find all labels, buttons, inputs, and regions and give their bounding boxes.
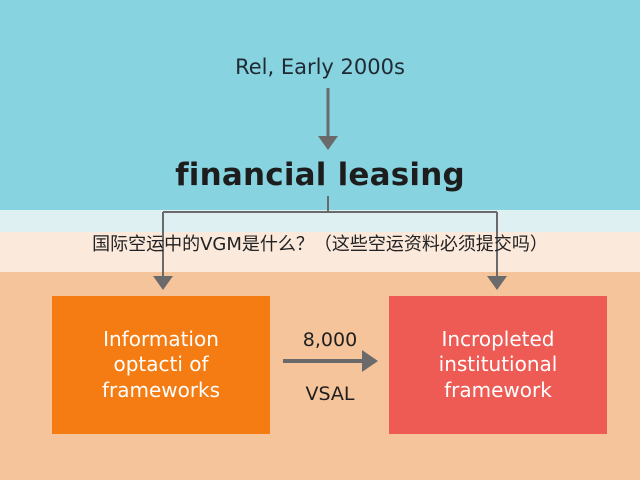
left-box: Information optacti of frameworks — [52, 296, 270, 434]
right-box: Incropleted institutional framework — [389, 296, 607, 434]
main-title: financial leasing — [175, 157, 465, 193]
middle-unit: VSAL — [305, 383, 355, 405]
middle-value: 8,000 — [302, 329, 358, 351]
right-box-label: Incropleted institutional framework — [438, 326, 558, 402]
left-box-label: Information optacti of frameworks — [101, 326, 221, 402]
caption-text: 国际空运中的VGM是什么？（这些空运资料必须提交吗） — [92, 234, 548, 255]
top-background — [0, 0, 640, 210]
caption-strip — [0, 232, 640, 272]
top-label: Rel, Early 2000s — [235, 55, 405, 79]
arrow-branch-right-head — [487, 276, 507, 290]
arrow-middle-head — [362, 350, 378, 372]
arrow-branch-left-head — [153, 276, 173, 290]
arrow-top-to-title-head — [318, 136, 338, 150]
caption-strip-upper — [0, 210, 640, 232]
